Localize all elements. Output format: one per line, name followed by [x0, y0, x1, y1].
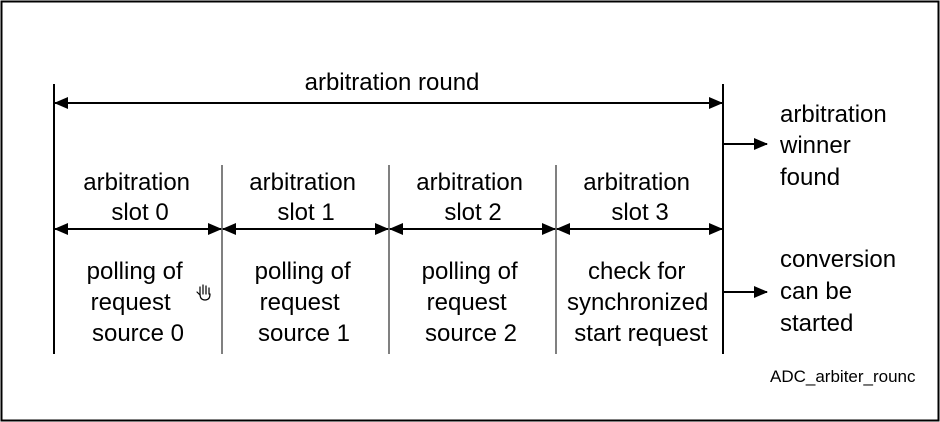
slot-3: arbitration slot 3 check for synchronize…	[567, 169, 715, 347]
slot-2-desc-line-3: source 2	[425, 320, 517, 347]
slot-0-description: polling of request source 0	[87, 258, 190, 347]
slot-3-desc-line-1: check for	[588, 258, 685, 285]
slot-3-label-line-1: arbitration	[583, 169, 690, 196]
slot-0-label: arbitration slot 0	[83, 169, 196, 226]
slot-2-desc-line-1: polling of	[422, 258, 518, 285]
winner-found-label: arbitration winner found	[779, 101, 893, 191]
winner-line-3: found	[780, 164, 840, 191]
boundary-lines	[53, 84, 724, 354]
hand-cursor-icon	[196, 284, 211, 301]
figure-id: ADC_arbiter_rounc	[770, 367, 916, 386]
slot-1-description: polling of request source 1	[255, 258, 358, 347]
slot-0-desc-line-2: request	[91, 289, 171, 316]
conversion-line-1: conversion	[780, 246, 896, 273]
winner-line-1: arbitration	[780, 101, 887, 128]
slot-1-label-line-2: slot 1	[277, 199, 334, 226]
slot-2-desc-line-2: request	[427, 289, 507, 316]
slot-1-desc-line-3: source 1	[258, 320, 350, 347]
slot-3-label: arbitration slot 3	[583, 169, 696, 226]
slot-2-description: polling of request source 2	[422, 258, 525, 347]
slot-2: arbitration slot 2 polling of request so…	[416, 169, 529, 347]
slot-0-label-line-2: slot 0	[111, 199, 168, 226]
slot-3-desc-line-2: synchronized	[567, 289, 708, 316]
winner-line-2: winner	[779, 132, 851, 159]
slot-2-label-line-1: arbitration	[416, 169, 523, 196]
slot-0-desc-line-3: source 0	[92, 320, 184, 347]
conversion-started-label: conversion can be started	[780, 246, 903, 337]
slot-0-label-line-1: arbitration	[83, 169, 190, 196]
slot-2-label: arbitration slot 2	[416, 169, 529, 226]
slot-1-label-line-1: arbitration	[249, 169, 356, 196]
slot-2-label-line-2: slot 2	[444, 199, 501, 226]
slot-1-desc-line-1: polling of	[255, 258, 351, 285]
slot-0-desc-line-1: polling of	[87, 258, 183, 285]
slot-1-desc-line-2: request	[260, 289, 340, 316]
conversion-line-3: started	[780, 310, 853, 337]
slot-1: arbitration slot 1 polling of request so…	[249, 169, 362, 347]
round-label: arbitration round	[305, 69, 480, 96]
slot-3-desc-line-3: start request	[574, 320, 708, 347]
slot-1-label: arbitration slot 1	[249, 169, 362, 226]
slot-3-label-line-2: slot 3	[611, 199, 668, 226]
slot-3-description: check for synchronized start request	[567, 258, 715, 347]
slot-0: arbitration slot 0 polling of request so…	[83, 169, 196, 347]
conversion-line-2: can be	[780, 278, 852, 305]
